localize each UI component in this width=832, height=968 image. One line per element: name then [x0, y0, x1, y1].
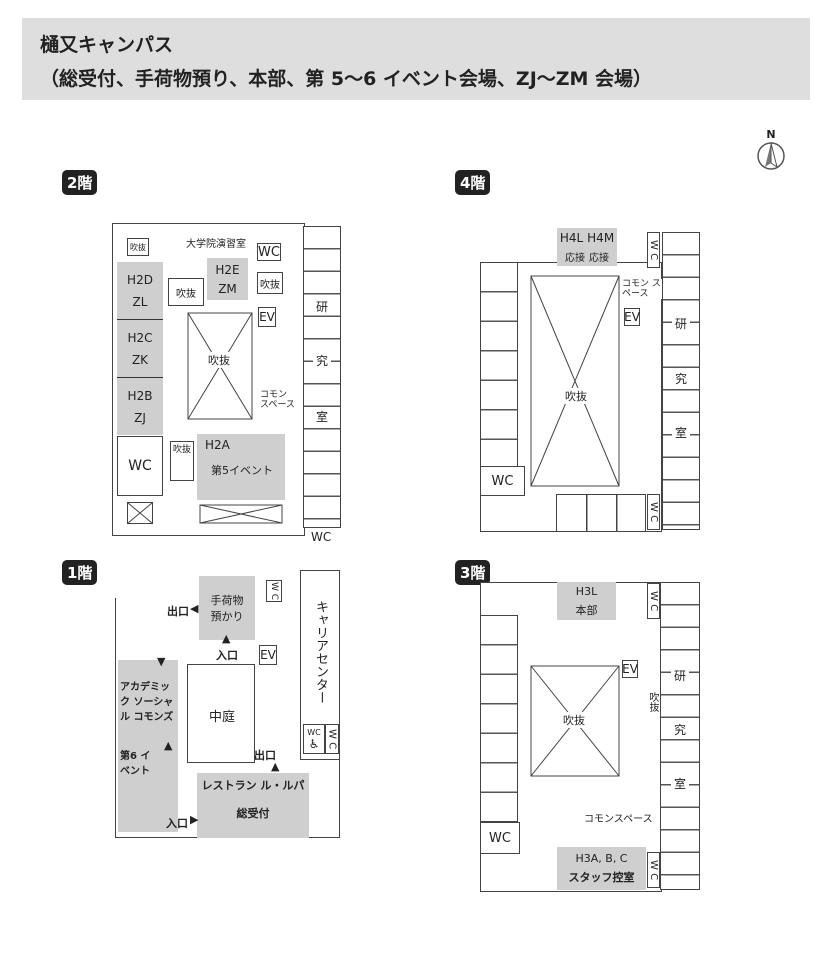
- research-label-1: 研: [671, 667, 690, 684]
- research-label-2: 究: [313, 352, 332, 369]
- void-2f-e: 吹抜: [170, 441, 194, 481]
- rooms-4f-west: [480, 262, 518, 494]
- void-2f-b: [127, 502, 153, 524]
- academic-social-commons: アカデミック ソーシャル コモンズ第6 イベント: [118, 660, 178, 832]
- restroom-3f: WC: [480, 822, 520, 854]
- career-center-label: キャリアセンター: [313, 600, 328, 704]
- entrance-2-label: 入口: [166, 817, 188, 830]
- restroom-1f-a: W C: [266, 580, 282, 602]
- restroom-2f-c: WC: [311, 530, 332, 544]
- entrance-arrow-icon: ▶: [190, 813, 199, 826]
- common-space-3f: コモンスペース: [584, 810, 653, 825]
- floor-badge-1f: 1階: [62, 560, 98, 585]
- north-label: N: [766, 128, 776, 141]
- arrow-down-icon: ▼: [157, 655, 166, 668]
- elevator-1f: EV: [259, 645, 277, 665]
- elevator-4f: EV: [624, 308, 640, 326]
- restroom-4f-a: W C: [647, 232, 660, 268]
- restroom-4f-b: W C: [647, 494, 660, 530]
- elevator-2f: EV: [258, 307, 276, 327]
- restroom-3f-a: W C: [647, 583, 660, 619]
- restroom-2f: WC: [117, 436, 163, 496]
- accessible-restroom: WC♿: [303, 724, 325, 754]
- exit-2-label: 出口: [254, 749, 276, 762]
- wheelchair-icon: ♿: [308, 736, 320, 751]
- exit-arrow-icon: ▲: [271, 760, 280, 773]
- research-strip-2f: [303, 226, 341, 528]
- campus-subtitle: （総受付、手荷物預り、本部、第 5～6 イベント会場、ZJ～ZM 会場）: [40, 68, 653, 90]
- atrium-4f-label: 吹抜: [565, 388, 587, 404]
- atrium-2f-label: 吹抜: [208, 352, 230, 368]
- research-label-1: 研: [313, 298, 332, 315]
- research-label-2: 究: [671, 721, 690, 738]
- elevator-3f: EV: [622, 660, 638, 678]
- courtyard-label: 中庭: [209, 710, 236, 725]
- exit-arrow-icon: ◀: [190, 602, 199, 615]
- rooms-3f-west: [480, 615, 518, 822]
- atrium-3f-label: 吹抜: [563, 712, 585, 728]
- courtyard: [187, 664, 255, 763]
- void-2f-f: [199, 504, 283, 524]
- research-label-3: 室: [672, 424, 691, 441]
- research-label-2: 究: [672, 370, 691, 387]
- rooms-4f-south: [556, 494, 646, 532]
- north-compass: N: [756, 128, 786, 175]
- void-2f-d: 吹抜: [257, 272, 283, 294]
- entrance-1-label: 入口: [216, 649, 238, 662]
- atrium-4f: [530, 275, 620, 487]
- common-space-4f: コモン スペース: [622, 279, 662, 299]
- floor-badge-2f: 2階: [62, 170, 98, 195]
- restroom-1f-b: W C: [325, 724, 339, 754]
- research-label-3: 室: [671, 775, 690, 792]
- compass-icon: [757, 142, 785, 170]
- floor-badge-3f: 3階: [455, 560, 491, 585]
- floor-badge-4f: 4階: [455, 170, 491, 195]
- exit-1-label: 出口: [167, 605, 189, 618]
- restroom-2f-b: WC: [257, 243, 281, 261]
- entrance-arrow-icon: ▲: [222, 632, 231, 645]
- void-3f-label: 吹抜: [647, 692, 658, 712]
- campus-title: 樋又キャンパス: [40, 34, 174, 56]
- research-label-1: 研: [672, 315, 691, 332]
- header-banner: 樋又キャンパス （総受付、手荷物預り、本部、第 5～6 イベント会場、ZJ～ZM…: [22, 18, 810, 100]
- restaurant-reception: レストラン ル・ルパ総受付: [197, 773, 309, 838]
- restroom-4f: WC: [480, 466, 525, 496]
- restroom-3f-b: W C: [647, 852, 660, 888]
- arrow-up-icon: ▲: [164, 739, 173, 752]
- void-2f-c: 吹抜: [168, 278, 204, 306]
- seminar-room-label: 大学院演習室: [186, 239, 246, 250]
- research-label-3: 室: [313, 408, 332, 425]
- common-space-2f: コモン スペース: [260, 390, 298, 410]
- baggage-room: 手荷物 預かり: [199, 576, 255, 640]
- void-2f-a: 吹抜: [127, 238, 149, 256]
